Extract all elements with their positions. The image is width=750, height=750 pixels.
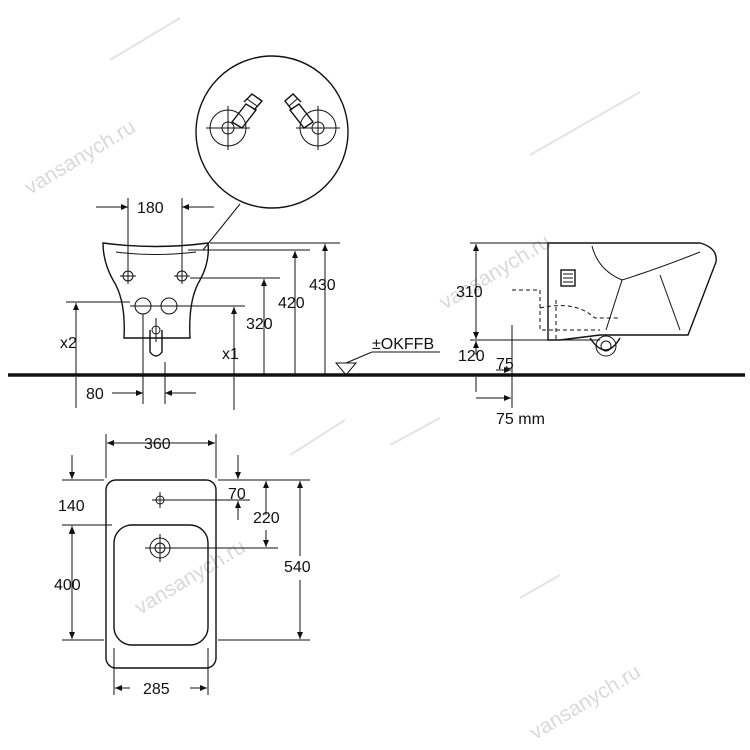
dim-label-180: 180 — [137, 200, 164, 217]
dim-label-400: 400 — [54, 577, 81, 594]
dim-label-220: 220 — [253, 510, 280, 527]
dim-label-x1: x1 — [222, 346, 239, 363]
profile-body-outline — [547, 242, 717, 341]
profile-inner-line — [605, 279, 623, 331]
floor-level-marker: ±OKFFB — [334, 336, 440, 376]
watermark-text: vansanych.ru — [21, 115, 140, 199]
dim-label-360: 360 — [144, 436, 171, 453]
tap-hole-icon — [152, 492, 168, 508]
plan-outer-outline — [105, 479, 217, 669]
front-view: 180 430 420 320 x1 x2 80 — [60, 198, 340, 410]
plan-drain-icon — [145, 534, 175, 562]
profile-view: 310 120 75 75 mm — [456, 242, 717, 428]
watermark-line — [109, 17, 181, 61]
floor-level-label: ±OKFFB — [372, 336, 434, 353]
fitting-detail — [195, 55, 349, 251]
dim-label-80: 80 — [86, 386, 104, 403]
watermark-line — [529, 91, 641, 156]
detail-leader — [202, 203, 241, 251]
watermark-layer: vansanych.ru vansanych.ru vansanych.ru v… — [21, 17, 645, 744]
dim-label-420: 420 — [278, 295, 305, 312]
plan-view: 360 140 400 70 220 540 285 — [54, 434, 311, 698]
trap-icon — [589, 335, 621, 357]
dim-label-x2: x2 — [60, 335, 77, 352]
dim-label-140: 140 — [58, 498, 85, 515]
watermark-line — [519, 574, 561, 599]
profile-bowl-line — [591, 245, 701, 281]
hidden-line — [539, 305, 620, 319]
upper-connection-icon — [120, 268, 190, 284]
hidden-line — [512, 289, 600, 331]
watermark-line — [289, 419, 346, 456]
plan-bowl-outline — [113, 524, 209, 646]
watermark-line — [389, 417, 441, 446]
dim-label-310: 310 — [456, 284, 483, 301]
lower-connection-icon — [130, 297, 182, 315]
dim-label-430: 430 — [309, 277, 336, 294]
profile-inner-line — [659, 274, 681, 331]
dim-label-285: 285 — [143, 681, 170, 698]
drain-icon — [149, 318, 163, 357]
right-valve-icon — [284, 93, 340, 150]
dim-label-320: 320 — [246, 316, 273, 333]
detail-circle — [195, 55, 349, 209]
dim-label-70: 70 — [228, 486, 246, 503]
dim-label-120: 120 — [458, 348, 485, 365]
front-body-outline — [102, 242, 210, 339]
dim-label-75: 75 — [496, 356, 514, 373]
watermark-text: vansanych.ru — [526, 660, 645, 744]
dim-label-540: 540 — [284, 559, 311, 576]
dim-label-75mm: 75 mm — [496, 411, 545, 428]
left-valve-icon — [206, 93, 264, 150]
front-rim-line — [115, 251, 197, 255]
profile-valve-icon — [560, 269, 576, 287]
